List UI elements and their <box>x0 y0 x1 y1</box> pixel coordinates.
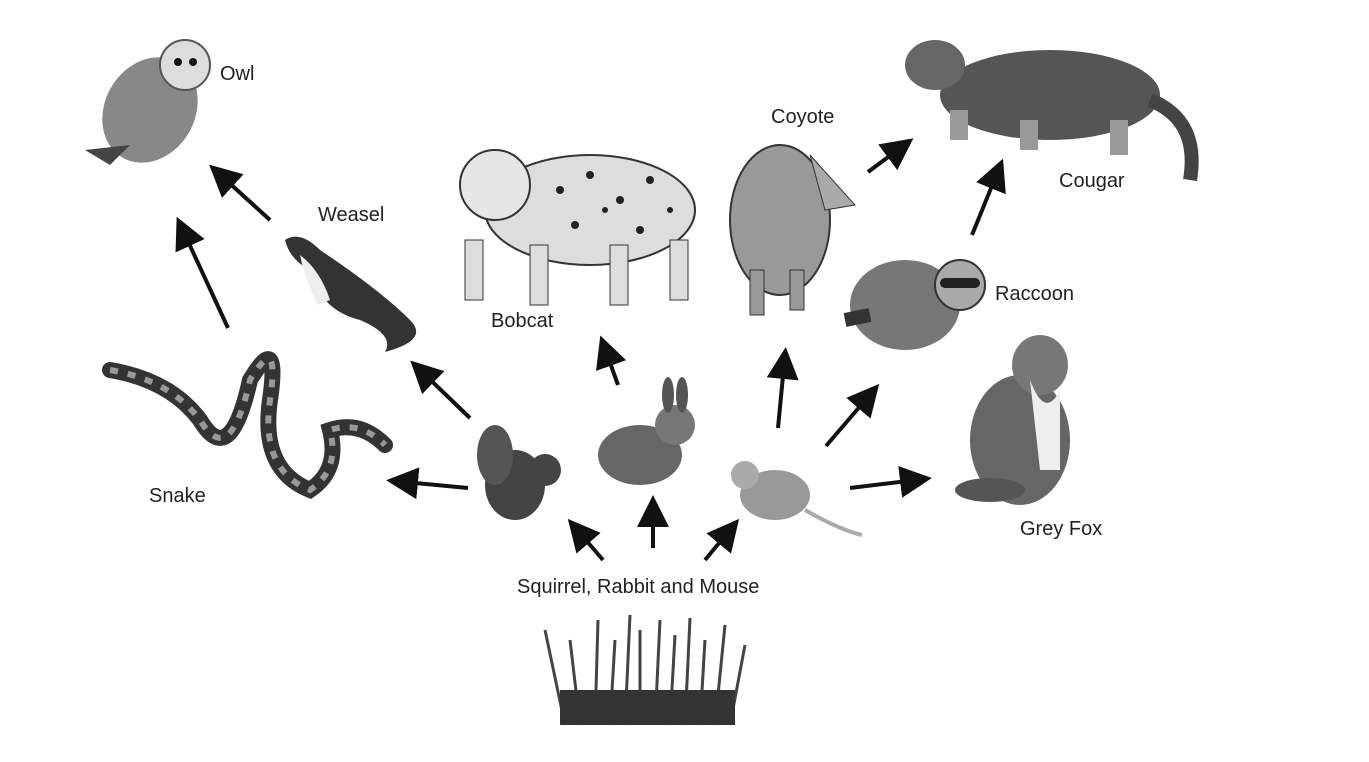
arrow-rabbit-bobcat <box>596 335 627 386</box>
arrow-grass-squirrel <box>567 518 605 562</box>
grey-fox-image <box>955 335 1070 505</box>
coyote-image <box>729 144 856 316</box>
arrow-squirrel-snake <box>386 467 469 500</box>
arrow-grass-mouse <box>703 518 740 562</box>
bobcat-image <box>459 149 696 306</box>
arrow-squirrel-weasel <box>410 360 472 420</box>
arrow-coyote-cougar <box>866 138 914 174</box>
owl-image <box>85 39 211 165</box>
arrow-snake-owl <box>175 216 230 329</box>
label-cougar: Cougar <box>1059 170 1125 192</box>
cougar-image <box>905 40 1199 182</box>
arrow-raccoon-cougar <box>970 158 1006 236</box>
label-owl: Owl <box>220 63 255 85</box>
label-coyote: Coyote <box>771 106 835 128</box>
snake-image <box>102 351 393 499</box>
label-weasel: Weasel <box>318 204 385 226</box>
weasel-image <box>285 236 417 352</box>
arrow-mouse-raccoon <box>824 383 880 448</box>
rabbit-image <box>598 377 695 485</box>
label-raccoon: Raccoon <box>995 283 1074 305</box>
raccoon-image <box>843 259 986 350</box>
label-prey: Squirrel, Rabbit and Mouse <box>517 576 760 598</box>
arrows <box>175 138 1006 562</box>
arrow-weasel-owl <box>209 164 272 222</box>
arrow-mouse-coyote <box>766 347 799 429</box>
grass-image <box>543 614 747 726</box>
label-snake: Snake <box>149 485 206 507</box>
arrow-mouse-fox <box>849 466 932 498</box>
mouse-image <box>731 461 863 537</box>
label-bobcat: Bobcat <box>491 310 554 332</box>
squirrel-image <box>477 425 561 520</box>
label-grey-fox: Grey Fox <box>1020 518 1103 540</box>
